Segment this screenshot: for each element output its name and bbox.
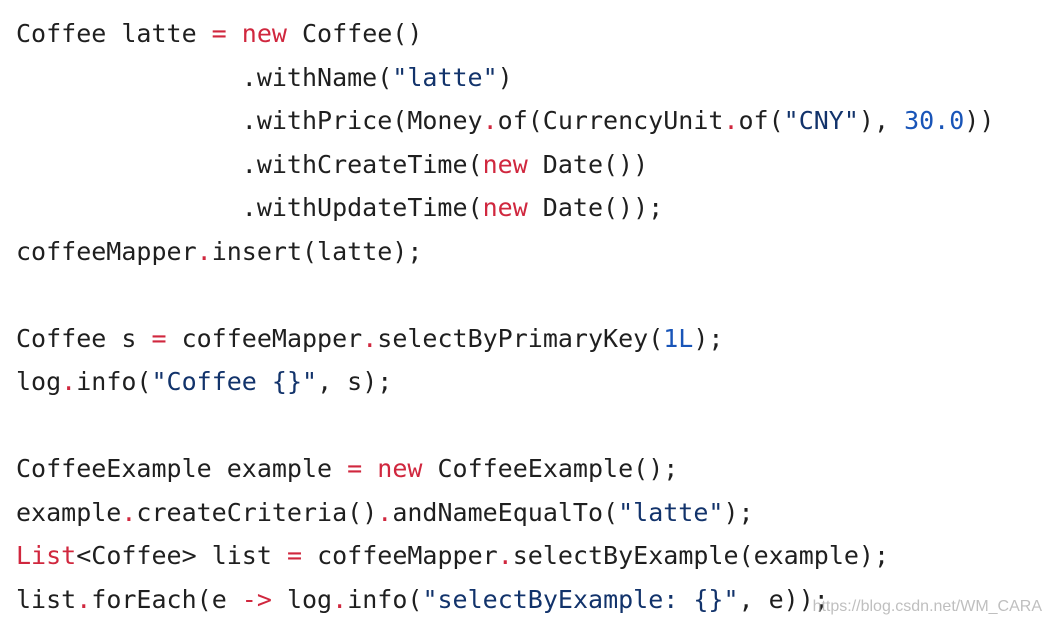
code-token: . [76, 584, 92, 614]
code-token: info( [347, 584, 423, 614]
code-token: ), [858, 106, 905, 135]
code-token: . [121, 497, 137, 527]
code-line: list.forEach(e -> log.info("selectByExam… [16, 578, 994, 622]
code-token: insert(latte); [211, 236, 423, 266]
code-token: example [16, 497, 122, 527]
code-token: CoffeeExample example [16, 454, 348, 483]
code-token: coffeeMapper [302, 541, 498, 570]
code-line [16, 404, 994, 448]
code-token: selectByPrimaryKey( [377, 323, 664, 353]
code-token: = [347, 454, 363, 483]
code-token: Date()); [527, 193, 664, 222]
code-line: Coffee latte = new Coffee() [16, 12, 994, 56]
code-token [362, 454, 377, 483]
code-token: . [332, 584, 348, 614]
code-token: log [271, 584, 333, 614]
code-token: . [377, 497, 393, 527]
code-token: ); [693, 323, 724, 353]
code-token: <Coffee> [76, 541, 197, 570]
code-block: Coffee latte = new Coffee() .withName("l… [16, 12, 994, 621]
code-line [16, 273, 994, 317]
code-line: Coffee s = coffeeMapper.selectByPrimaryK… [16, 317, 994, 361]
code-token: . [196, 236, 212, 266]
code-token: andNameEqualTo( [392, 497, 619, 527]
code-line: log.info("Coffee {}", s); [16, 360, 994, 404]
code-line: .withCreateTime(new Date()) [16, 143, 994, 187]
code-line: coffeeMapper.insert(latte); [16, 230, 994, 274]
code-token: forEach(e [91, 584, 242, 614]
code-token: list [196, 541, 287, 570]
code-token: . [362, 323, 378, 353]
code-token: . [497, 541, 513, 570]
code-token: -> [241, 584, 272, 614]
code-token: . [61, 367, 77, 396]
code-token: .withCreateTime( [16, 149, 483, 179]
code-token: List [16, 541, 77, 570]
code-token: Coffee() [286, 19, 423, 48]
code-line: .withName("latte") [16, 56, 994, 100]
code-token: info( [76, 367, 152, 396]
code-line: List<Coffee> list = coffeeMapper.selectB… [16, 534, 994, 578]
code-token: Coffee latte [16, 19, 212, 48]
code-token: "CNY" [783, 106, 859, 135]
code-token: log [16, 367, 62, 396]
code-line: CoffeeExample example = new CoffeeExampl… [16, 447, 994, 491]
code-token: selectByExample(example); [512, 541, 890, 570]
code-token: Date()) [527, 149, 649, 179]
code-token: . [723, 106, 739, 135]
code-line: .withPrice(Money.of(CurrencyUnit.of("CNY… [16, 99, 995, 143]
code-token: of( [738, 106, 784, 135]
code-line: example.createCriteria().andNameEqualTo(… [16, 491, 994, 535]
code-token: new [482, 149, 528, 179]
code-token: "latte" [392, 62, 498, 92]
code-token: "Coffee {}" [151, 367, 318, 396]
code-token: , e)); [738, 584, 829, 614]
code-token: new [241, 19, 287, 48]
code-token: ); [723, 497, 754, 527]
code-token: .withName( [16, 62, 393, 92]
code-token: = [211, 19, 227, 48]
code-token: = [286, 541, 303, 570]
code-token: list [16, 584, 77, 614]
code-token: coffeeMapper [16, 236, 197, 266]
code-token: CoffeeExample(); [422, 454, 679, 483]
code-token: 30.0 [904, 106, 965, 135]
code-token: .withPrice(Money [16, 106, 483, 135]
code-token: . [482, 106, 498, 135]
code-token: "latte" [618, 497, 724, 527]
code-token: of(CurrencyUnit [497, 106, 724, 135]
code-line: .withUpdateTime(new Date()); [16, 186, 994, 230]
code-token: new [482, 193, 528, 222]
code-token: coffeeMapper [166, 323, 363, 353]
code-token: 1L [663, 323, 694, 353]
code-token: , s); [317, 367, 393, 396]
code-token: "selectByExample: {}" [422, 584, 739, 614]
watermark-text: https://blog.csdn.net/WM_CARA [812, 598, 1042, 615]
code-token: createCriteria() [136, 497, 378, 527]
code-token: )) [964, 106, 995, 135]
code-token: Coffee s [16, 323, 152, 353]
code-token: new [377, 454, 423, 483]
code-token [227, 19, 242, 48]
code-token: .withUpdateTime( [16, 193, 483, 222]
code-token: = [151, 323, 167, 353]
code-token: ) [497, 62, 513, 92]
